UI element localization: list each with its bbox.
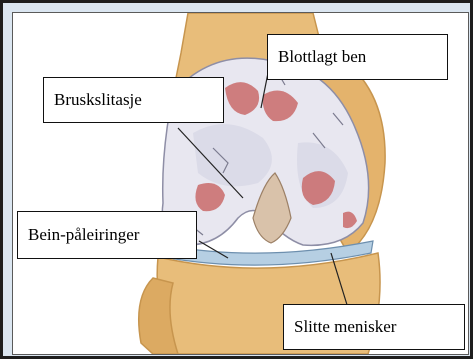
label-worn-menisci: Slitte menisker — [283, 304, 465, 350]
label-bone-spurs: Bein-påleiringer — [17, 211, 197, 259]
label-exposed-bone: Blottlagt ben — [267, 34, 448, 80]
illustration-panel: Blottlagt ben Bruskslitasje Bein-påleiri… — [12, 12, 469, 355]
label-cartilage-wear: Bruskslitasje — [43, 77, 224, 123]
